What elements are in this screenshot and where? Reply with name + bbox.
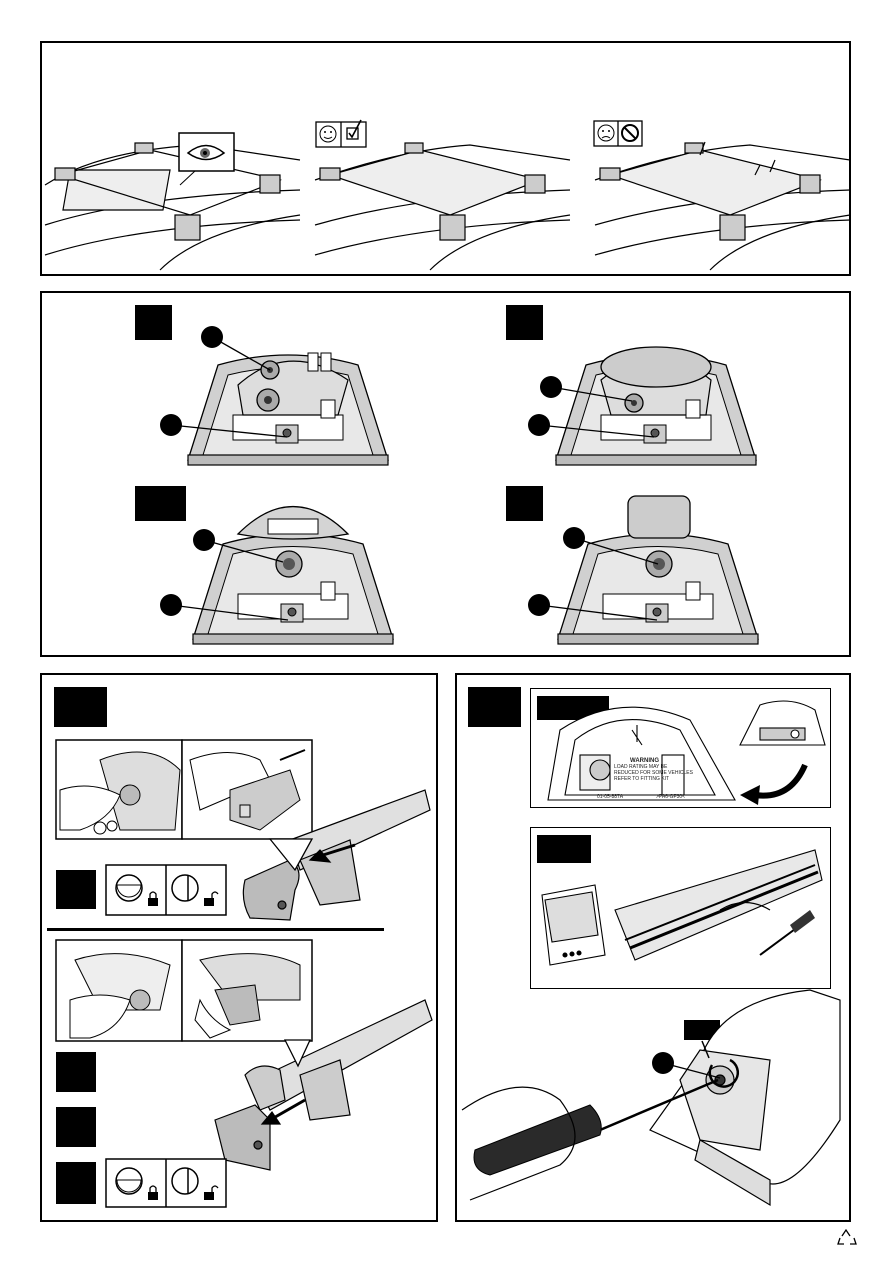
bar-with-endcap-2 [214,999,433,1171]
lock-state-open-2 [171,1167,219,1200]
lock-state-closed-1 [115,874,158,906]
step-tab-lock-2 [56,1162,96,1204]
foot-underside [547,706,736,801]
roof-with-sunroof-2 [314,142,571,271]
recycle-icon [837,1228,857,1245]
step-tab-lock-1 [56,870,96,909]
step-tab-2 [56,1052,96,1092]
lock-state-closed-2 [115,1167,158,1200]
section-divider [47,928,384,931]
frown-icon [597,124,615,142]
foot-side-small [739,700,826,746]
foot-c [192,505,394,645]
checkbox-icon [346,119,362,140]
step-tab-3 [56,1107,96,1147]
strip-package [541,884,606,966]
lock-state-open-1 [171,874,219,906]
step-tab-b [506,305,543,340]
eye-icon [186,144,226,161]
screwdriver-icon [759,910,815,956]
torque-label [684,1020,720,1040]
step-tab-4 [468,687,521,727]
svg-text:>PA6-GF30<: >PA6-GF30< [656,794,685,800]
warning-title: WARNING [630,758,659,764]
bar-channel [614,849,823,961]
step-tab-d [506,486,543,521]
step-tab-c [135,486,186,521]
bar-with-endcap-1 [242,789,431,921]
roof-with-sunroof-3 [594,141,851,271]
step-tab-1 [54,687,107,727]
foot-d [557,495,759,645]
svg-text:REDUCED FOR SOME VEHICLES: REDUCED FOR SOME VEHICLES [614,770,694,776]
screwdriver-hand [461,1078,719,1201]
svg-text:LOAD RATING MAY BE: LOAD RATING MAY BE [614,764,668,770]
foot-bolt-closeup [649,989,841,1207]
svg-text:01-05-887A: 01-05-887A [597,794,624,800]
foot-a [187,352,389,466]
no-icon [621,124,639,142]
roof-with-sunroof-1 [44,142,301,271]
step-tab-a [135,305,172,340]
inset-label-b [537,835,591,863]
smiley-icon [319,125,337,143]
rotate-arrow-icon [754,763,808,799]
svg-text:REFER TO FITTING KIT: REFER TO FITTING KIT [614,776,669,782]
